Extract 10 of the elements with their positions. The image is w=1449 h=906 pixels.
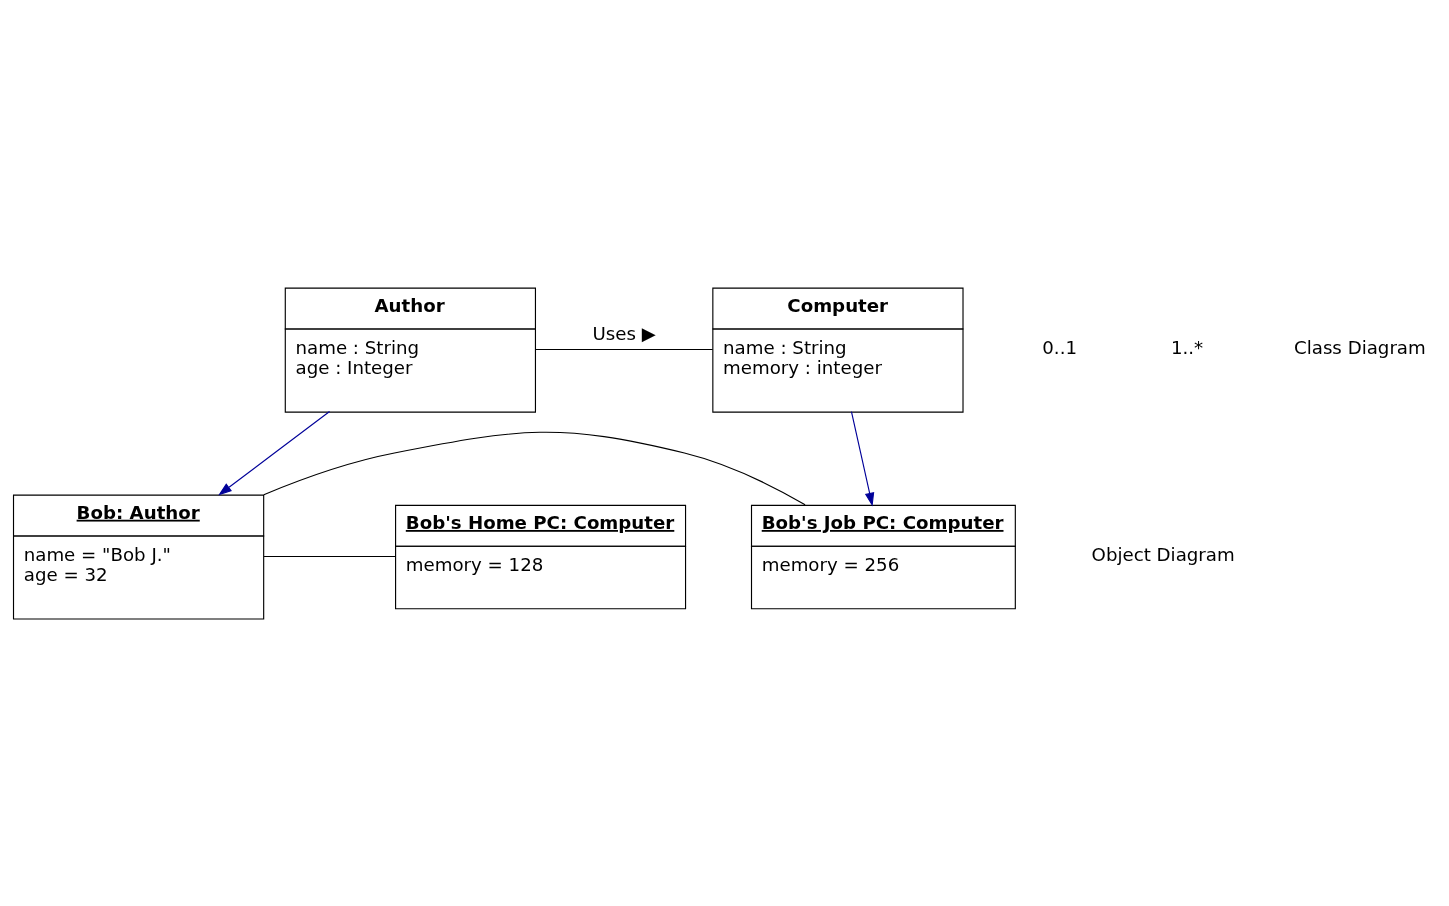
- edge-label: Uses ▶: [592, 323, 656, 345]
- arrow: [218, 410, 331, 496]
- label: Object Diagram: [1091, 543, 1235, 565]
- arrow: [850, 410, 875, 507]
- label: 1..*: [1170, 336, 1204, 358]
- connector: [534, 348, 714, 351]
- label: Class Diagram: [1294, 336, 1426, 358]
- connector: [263, 431, 806, 506]
- label: 0..1: [1042, 336, 1078, 358]
- connector: [263, 555, 396, 558]
